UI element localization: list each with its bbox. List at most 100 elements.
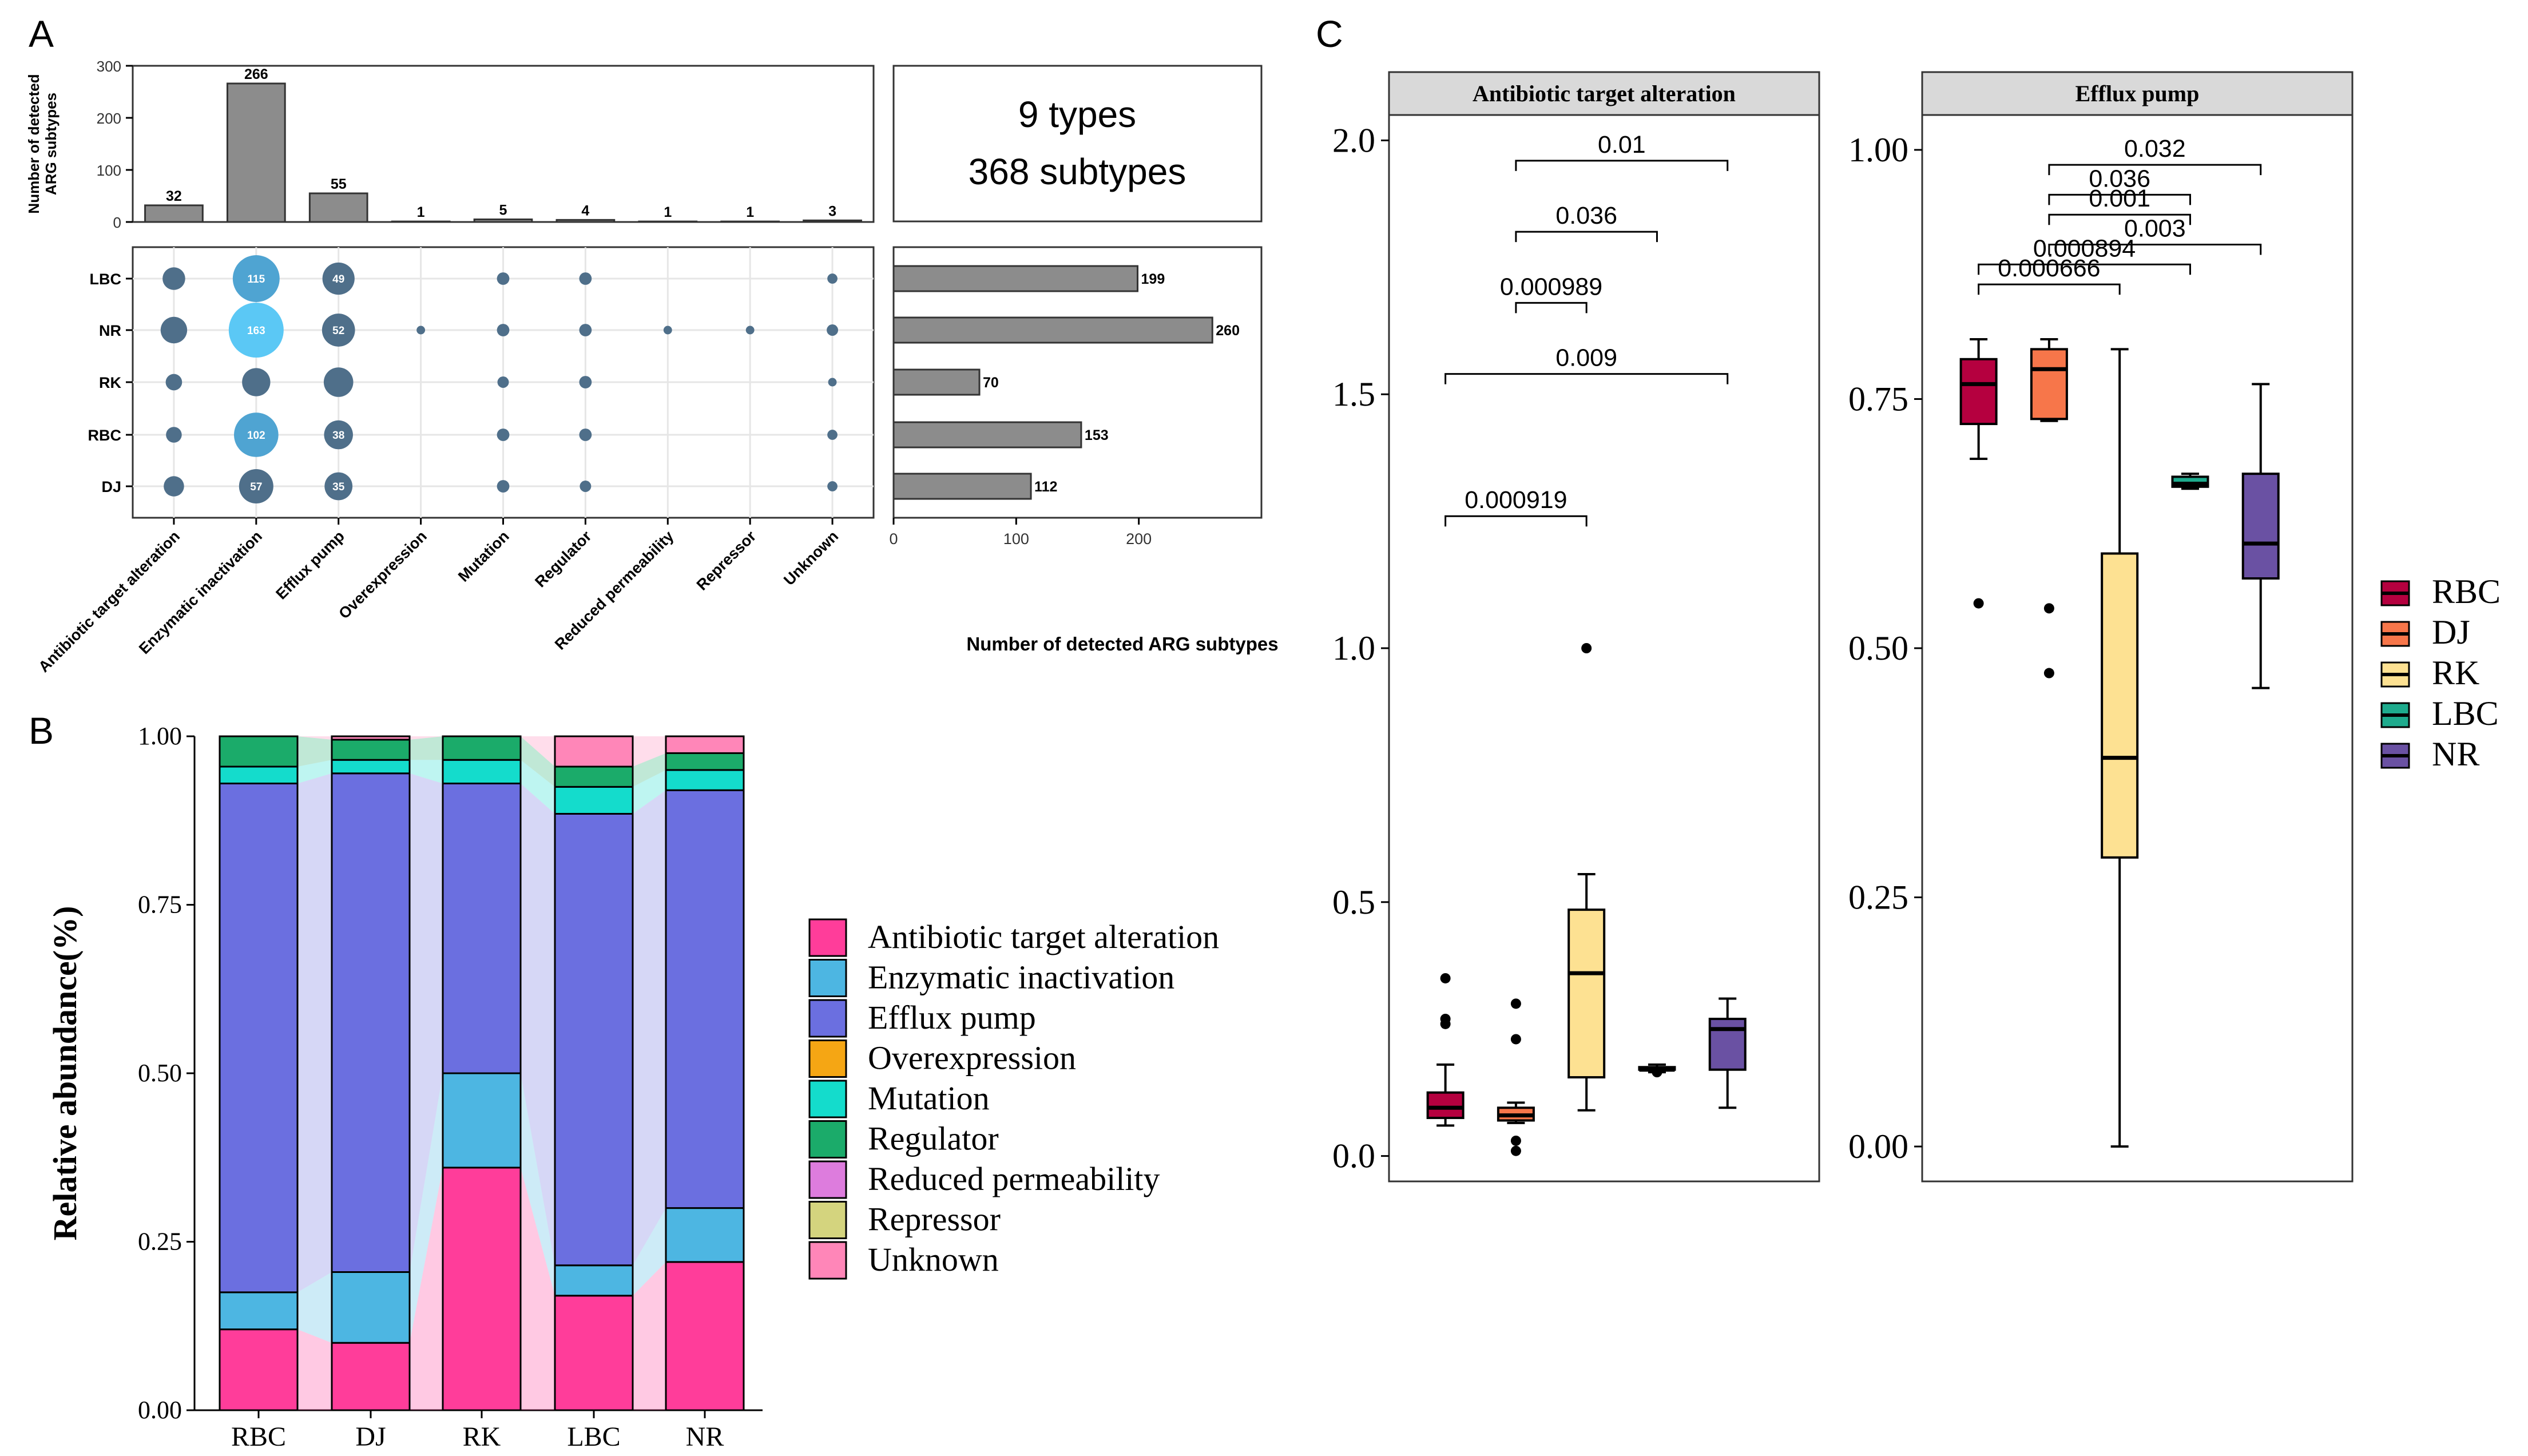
a-top-bar-label: 3 xyxy=(828,203,836,219)
a-matrix-dot-rbc-regulator xyxy=(579,429,592,441)
b-flow-mutation xyxy=(521,760,555,814)
a-right-bar-nr xyxy=(892,316,1213,344)
c-box-antibiotic-target-alteration-dj-outlier xyxy=(1510,1034,1521,1045)
b-flow-unknown xyxy=(521,736,555,767)
a-right-xtick-label: 0 xyxy=(889,530,898,548)
b-flow-unknown xyxy=(410,736,443,740)
b-segment-lbc-enzymatic-inactivation xyxy=(554,1264,634,1297)
b-segment-nr-enzymatic-inactivation xyxy=(665,1207,745,1263)
a-matrix-dot-rk-regulator xyxy=(579,376,592,388)
a-matrix-xlabel-mutation: Mutation xyxy=(455,527,513,585)
c-sig-bracket xyxy=(2048,164,2262,176)
c-ytick-label: 0.00 xyxy=(1848,1128,1908,1165)
b-flow-antibiotic-target-alteration xyxy=(297,1329,332,1410)
a-top-bar-unknown xyxy=(803,219,862,223)
a-top-ylabel-line: Number of detected xyxy=(25,74,42,213)
b-segment-nr-antibiotic-target-alteration xyxy=(665,1261,745,1411)
a-top-bar-label: 1 xyxy=(664,204,672,220)
a-matrix-dot-rbc-mutation xyxy=(497,429,510,441)
b-segment-dj-unknown xyxy=(331,735,411,741)
c-box-efflux-pump-rbc-outlier xyxy=(1973,598,1984,609)
c-facet-strip-antibiotic-target-alteration xyxy=(1388,71,1820,116)
b-legend-label: Reduced permeability xyxy=(868,1160,1160,1197)
b-legend-swatch-unknown xyxy=(808,1241,847,1280)
c-box-antibiotic-target-alteration-rbc xyxy=(1426,1091,1465,1120)
c-facet-title: Efflux pump xyxy=(2075,81,2200,106)
b-legend-label: Antibiotic target alteration xyxy=(868,918,1219,955)
a-matrix-dot-label: 115 xyxy=(248,273,265,285)
c-box-antibiotic-target-alteration-dj-outlier xyxy=(1510,1135,1521,1146)
a-top-bar-repressor xyxy=(720,220,780,223)
a-top-bar-efflux-pump xyxy=(308,192,368,223)
a-top-ylabel-line: ARG subtypes xyxy=(42,93,59,195)
b-legend-label: Overexpression xyxy=(868,1040,1076,1077)
a-matrix-dot-nr-enzymatic-inactivation xyxy=(228,303,284,358)
c-box-antibiotic-target-alteration-rbc-outlier xyxy=(1440,973,1451,983)
a-top-bar-enzymatic-inactivation xyxy=(226,82,286,223)
c-sig-label: 0.036 xyxy=(2089,165,2150,192)
c-facet-title: Antibiotic target alteration xyxy=(1473,81,1736,106)
a-matrix-xlabel-antibiotic-target-alteration: Antibiotic target alteration xyxy=(35,527,183,676)
summary-subtypes-text: 368 subtypes xyxy=(969,151,1186,192)
b-flow-enzymatic-inactivation xyxy=(633,1208,666,1296)
b-segment-nr-regulator xyxy=(665,752,745,771)
c-ytick-label: 0.75 xyxy=(1848,380,1908,418)
b-segment-lbc-efflux-pump xyxy=(554,812,634,1267)
b-ytick-label: 0.25 xyxy=(138,1228,182,1256)
b-segment-lbc-unknown xyxy=(554,735,634,768)
a-right-xlabel: Number of detected ARG subtypes xyxy=(966,633,1278,654)
b-flow-mutation xyxy=(297,760,332,784)
b-legend-swatch-mutation xyxy=(808,1080,847,1118)
a-top-bar-label: 1 xyxy=(417,204,425,220)
c-box-antibiotic-target-alteration-dj-outlier xyxy=(1510,998,1521,1009)
a-right-bar-label: 199 xyxy=(1141,271,1165,287)
panel-c-box-plots: Antibiotic target alteration0.00.51.01.5… xyxy=(1332,71,2501,1183)
c-legend-label: RK xyxy=(2432,654,2479,692)
a-matrix-dot-nr-reduced-permeability xyxy=(663,326,672,335)
b-legend-label: Regulator xyxy=(868,1120,999,1157)
c-sig-bracket xyxy=(1515,301,1588,314)
a-top-ytick-label: 200 xyxy=(97,110,121,127)
b-segment-nr-unknown xyxy=(665,735,745,754)
b-legend-swatch-overexpression xyxy=(808,1040,847,1078)
b-flow-efflux-pump xyxy=(521,783,555,1265)
a-matrix-dot-dj-unknown xyxy=(827,481,838,491)
b-segment-rk-enzymatic-inactivation xyxy=(442,1072,522,1169)
a-right-bar-rbc xyxy=(892,421,1082,449)
c-box-antibiotic-target-alteration-rk xyxy=(1567,908,1606,1079)
c-box-efflux-pump-nr xyxy=(2241,473,2280,580)
b-segment-dj-mutation xyxy=(331,759,411,775)
c-sig-bracket xyxy=(1515,231,1658,243)
a-matrix-dot-nr-antibiotic-target-alteration xyxy=(160,316,188,344)
a-top-bar-antibiotic-target-alteration xyxy=(144,204,204,223)
a-matrix-dot-lbc-efflux-pump xyxy=(322,262,355,295)
b-legend-swatch-repressor xyxy=(808,1201,847,1239)
b-segment-lbc-mutation xyxy=(554,785,634,815)
b-flow-antibiotic-target-alteration xyxy=(521,1167,555,1410)
a-matrix-dot-rk-enzymatic-inactivation xyxy=(242,368,271,396)
b-legend-label: Mutation xyxy=(868,1080,990,1117)
c-ytick-label: 0.25 xyxy=(1848,879,1908,917)
b-legend-swatch-enzymatic-inactivation xyxy=(808,959,847,997)
b-segment-dj-enzymatic-inactivation xyxy=(331,1271,411,1344)
c-facet-strip-efflux-pump xyxy=(1921,71,2354,116)
a-matrix-ylabel-dj: DJ xyxy=(101,478,121,495)
a-top-bar-regulator xyxy=(555,219,616,223)
a-matrix-dot-lbc-enzymatic-inactivation xyxy=(232,255,280,302)
b-flow-antibiotic-target-alteration xyxy=(410,1167,443,1410)
b-ytick-label: 0.75 xyxy=(138,891,182,919)
b-legend-swatch-antibiotic-target-alteration xyxy=(808,918,847,957)
a-top-ytick-label: 300 xyxy=(97,58,121,75)
b-flow-enzymatic-inactivation xyxy=(521,1073,555,1296)
a-top-bar-label: 1 xyxy=(746,204,754,220)
b-segment-rk-antibiotic-target-alteration xyxy=(442,1167,522,1411)
c-ytick-label: 0.50 xyxy=(1848,629,1908,667)
a-top-ylabel: Number of detectedARG subtypes xyxy=(25,74,59,213)
a-matrix-dot-nr-unknown xyxy=(827,324,839,336)
a-matrix-dot-dj-antibiotic-target-alteration xyxy=(164,476,184,497)
a-matrix-dot-rk-mutation xyxy=(497,376,509,388)
summary-box: 9 types 368 subtypes xyxy=(892,65,1263,223)
c-legend-label: NR xyxy=(2432,735,2479,773)
a-matrix-ylabel-rbc: RBC xyxy=(88,427,122,444)
